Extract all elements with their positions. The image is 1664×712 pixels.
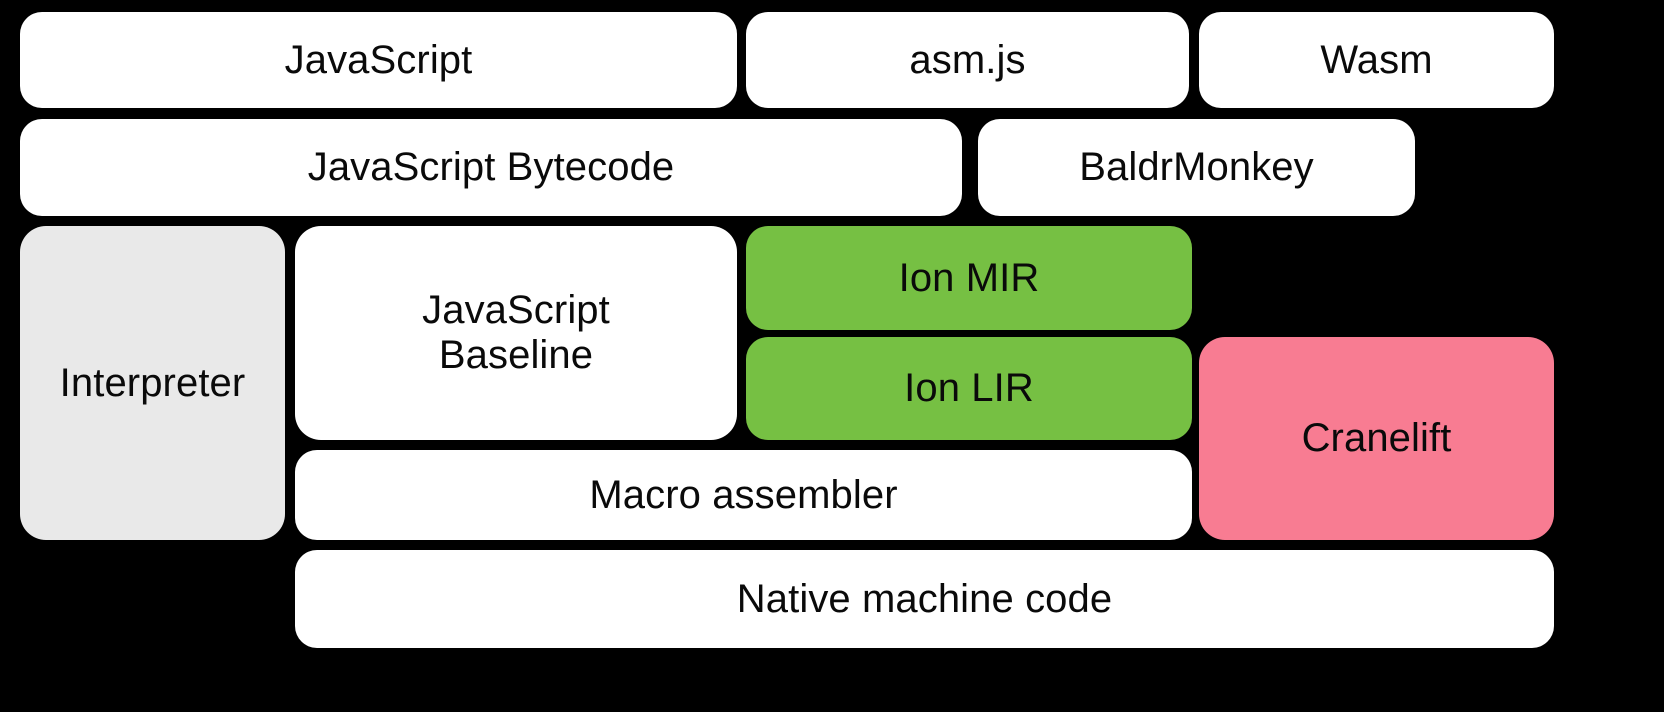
node-baldrmonkey: BaldrMonkey [978,119,1415,216]
node-cranelift: Cranelift [1199,337,1554,540]
node-javascript-baseline: JavaScript Baseline [295,226,737,440]
node-interpreter: Interpreter [20,226,285,540]
node-javascript-bytecode: JavaScript Bytecode [20,119,962,216]
node-asmjs: asm.js [746,12,1189,108]
node-native-machine-code: Native machine code [295,550,1554,648]
node-javascript: JavaScript [20,12,737,108]
node-wasm: Wasm [1199,12,1554,108]
node-ion-lir: Ion LIR [746,337,1192,440]
node-ion-mir: Ion MIR [746,226,1192,330]
node-macro-assembler: Macro assembler [295,450,1192,540]
